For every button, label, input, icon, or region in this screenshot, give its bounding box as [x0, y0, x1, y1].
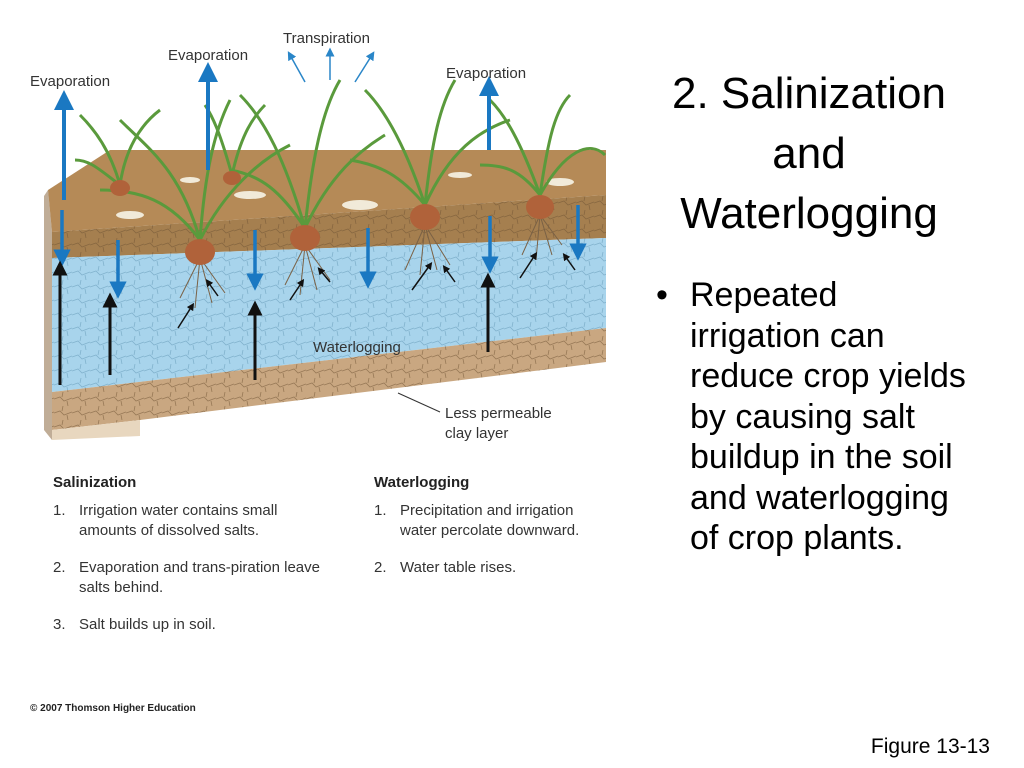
- crop-plant: [99, 99, 291, 265]
- item-text: Water table rises.: [400, 559, 517, 576]
- label-transpiration: Transpiration: [283, 30, 370, 47]
- list-item: 1. Precipitation and irrigation water pe…: [374, 501, 604, 541]
- title-line: Waterlogging: [680, 189, 938, 238]
- salt-movement-arrows: [177, 251, 576, 329]
- figure-label: Figure 13-13: [870, 735, 990, 758]
- label-waterlogging: Waterlogging: [313, 339, 401, 356]
- clay-layer: [52, 328, 606, 440]
- label-evaporation-right: Evaporation: [446, 65, 526, 82]
- item-text: Evaporation and trans-piration leave sal…: [79, 559, 320, 596]
- crop-plant: [229, 79, 386, 251]
- bullet-text: Repeated irrigation can reduce crop yiel…: [690, 276, 966, 557]
- roots: [179, 214, 563, 309]
- item-text: Irrigation water contains small amounts …: [79, 502, 278, 539]
- waterlogging-legend: Waterlogging 1. Precipitation and irriga…: [374, 474, 604, 595]
- label-clay-line2: clay layer: [445, 425, 508, 442]
- bullet-point: • Repeated irrigation can reduce crop yi…: [656, 275, 976, 559]
- crop-plant: [74, 108, 161, 196]
- title-line: 2. Salinization: [672, 69, 946, 118]
- transpiration-arrow: [287, 51, 306, 83]
- item-number: 1.: [374, 502, 387, 519]
- salinization-waterlogging-diagram: Evaporation Evaporation Transpiration Ev…: [30, 30, 607, 442]
- item-text: Precipitation and irrigation water perco…: [400, 502, 580, 539]
- copyright-notice: © 2007 Thomson Higher Education: [30, 703, 196, 714]
- list-item: 3. Salt builds up in soil.: [53, 615, 323, 635]
- block-side-face: [44, 190, 52, 440]
- transpiration-arrow: [354, 51, 375, 83]
- item-number: 1.: [53, 502, 66, 519]
- item-number: 3.: [53, 616, 66, 633]
- label-clay-line1: Less permeable: [445, 405, 552, 422]
- title-line: and: [772, 129, 846, 178]
- salinization-heading: Salinization: [53, 474, 137, 491]
- list-item: 1. Irrigation water contains small amoun…: [53, 501, 323, 541]
- clay-leader-line: [397, 392, 441, 413]
- item-text: Salt builds up in soil.: [79, 616, 216, 633]
- item-number: 2.: [53, 559, 66, 576]
- salinization-legend: Salinization 1. Irrigation water contain…: [53, 474, 323, 652]
- bullet-marker: •: [656, 276, 668, 314]
- waterlogging-heading: Waterlogging: [374, 474, 470, 491]
- crop-plant: [349, 79, 511, 230]
- label-evaporation-left: Evaporation: [30, 73, 110, 90]
- list-item: 2. Evaporation and trans-piration leave …: [53, 558, 323, 598]
- slide-title: 2. Salinization and Waterlogging: [648, 64, 970, 244]
- label-evaporation-mid: Evaporation: [168, 47, 248, 64]
- list-item: 2. Water table rises.: [374, 558, 604, 578]
- crop-plant: [479, 93, 607, 219]
- item-number: 2.: [374, 559, 387, 576]
